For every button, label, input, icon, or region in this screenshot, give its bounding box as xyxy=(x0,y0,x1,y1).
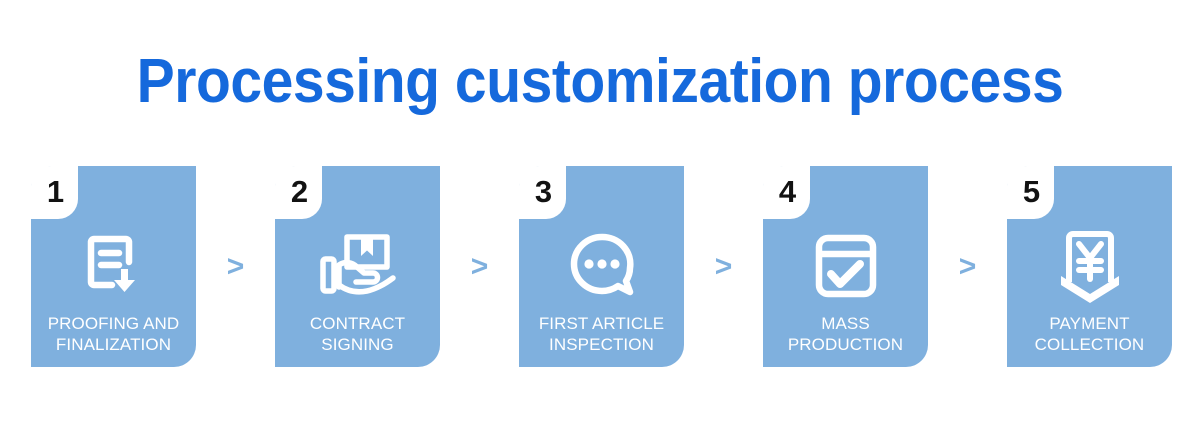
process-step-5[interactable]: 5 PAYMENT COLLECTION xyxy=(1007,166,1172,367)
step-number-badge-4: 4 xyxy=(763,166,810,219)
step-number-badge-5: 5 xyxy=(1007,166,1054,219)
yen-envelope-icon xyxy=(1007,220,1172,312)
step-number-5: 5 xyxy=(1022,174,1041,209)
process-flow: 1 PROOFING AND FINALIZATION > xyxy=(31,166,1172,367)
step-number-4: 4 xyxy=(778,174,797,209)
step-number-badge-2: 2 xyxy=(275,166,322,219)
step-number-3: 3 xyxy=(534,174,553,209)
process-step-1[interactable]: 1 PROOFING AND FINALIZATION xyxy=(31,166,196,367)
process-step-3[interactable]: 3 FIRST ARTICLE INSPECTION xyxy=(519,166,684,367)
step-number-badge-3: 3 xyxy=(519,166,566,219)
process-step-4[interactable]: 4 MASS PRODUCTION xyxy=(763,166,928,367)
step-label-3: FIRST ARTICLE INSPECTION xyxy=(538,314,665,354)
step-number-2: 2 xyxy=(290,174,309,209)
flow-separator-chevron-icon-3: > xyxy=(714,249,733,283)
flow-separator-chevron-icon-1: > xyxy=(226,249,245,283)
process-step-2[interactable]: 2 CONTRACT SIGNING xyxy=(275,166,440,367)
step-label-5: PAYMENT COLLECTION xyxy=(1034,314,1145,354)
calendar-check-icon xyxy=(763,220,928,312)
step-label-4: MASS PRODUCTION xyxy=(787,314,904,354)
step-number-1: 1 xyxy=(46,174,65,209)
speech-bubble-dots-icon xyxy=(519,220,684,312)
document-download-icon xyxy=(31,220,196,312)
hand-holding-box-icon xyxy=(275,220,440,312)
flow-separator-chevron-icon-4: > xyxy=(958,249,977,283)
flow-separator-chevron-icon-2: > xyxy=(470,249,489,283)
page-title: Processing customization process xyxy=(136,47,1064,116)
step-number-badge-1: 1 xyxy=(31,166,78,219)
step-label-2: CONTRACT SIGNING xyxy=(309,314,406,354)
step-label-1: PROOFING AND FINALIZATION xyxy=(47,314,180,354)
